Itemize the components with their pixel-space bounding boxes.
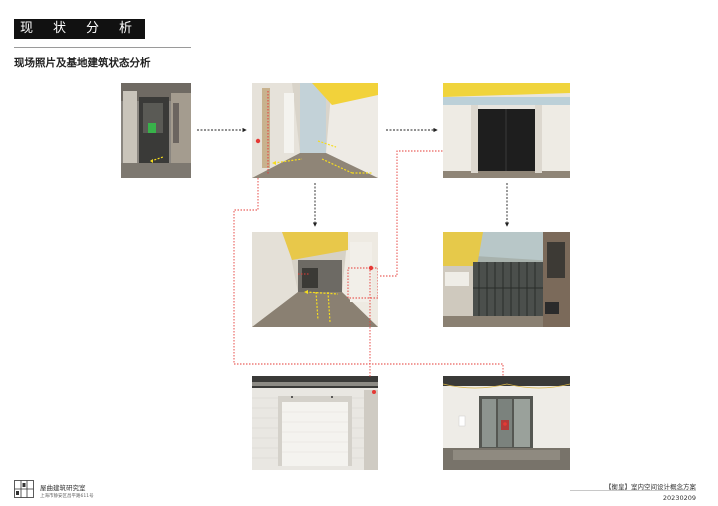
studio-logo [14, 480, 34, 498]
red-route-right [380, 150, 443, 277]
site-photo-alley-awning [252, 232, 378, 327]
page-title-box: 现状分析 [14, 19, 145, 39]
footer-divider [570, 490, 696, 491]
studio-address: 上海市静安区昌平路611号 [40, 494, 94, 499]
site-photo-glass-door [443, 376, 570, 470]
title-divider [14, 47, 191, 48]
site-photo-alley [252, 83, 378, 178]
site-photo-roller-shutter [252, 376, 378, 470]
site-photo-iron-gate [443, 232, 570, 327]
page-subtitle: 现场照片及基地建筑状态分析 [14, 57, 151, 69]
site-photo-black-gate [443, 83, 570, 178]
project-name: 【衡皇】室内空间设计概念方案 [605, 483, 696, 491]
project-date: 20230209 [662, 494, 696, 502]
page-title: 现状分析 [20, 21, 153, 36]
site-photo-street-entrance [121, 83, 191, 178]
studio-name: 屋曲建筑研究室 [40, 484, 86, 492]
